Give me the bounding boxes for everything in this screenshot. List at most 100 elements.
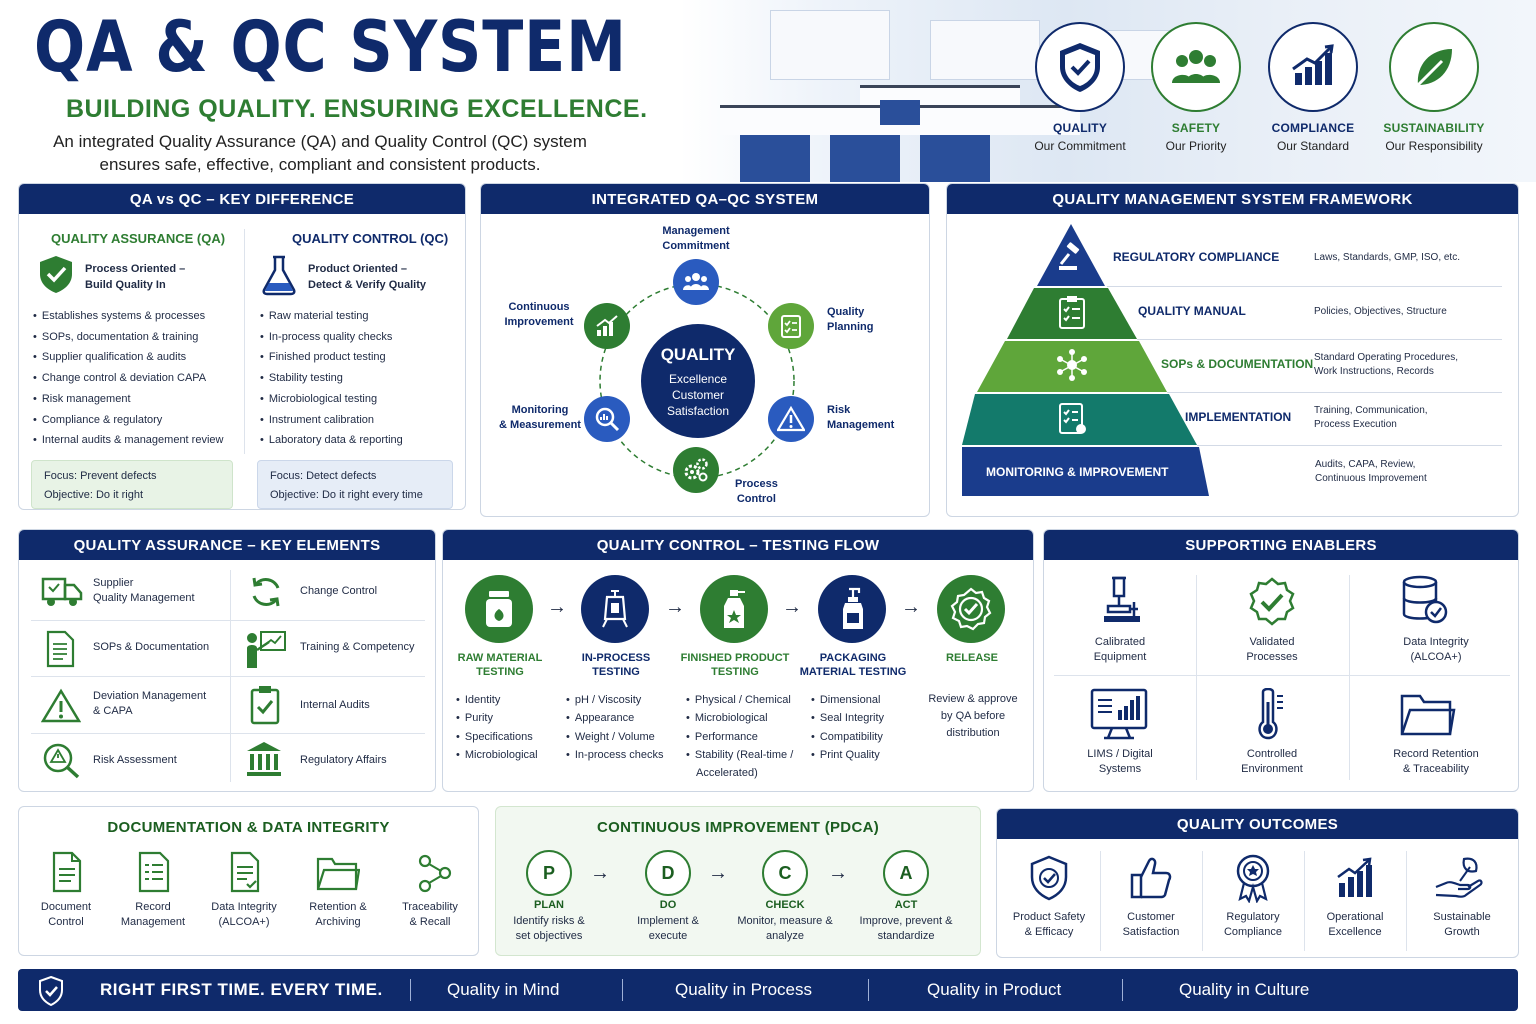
page-title: QA & QC SYSTEM xyxy=(34,6,627,88)
gavel-icon xyxy=(1057,242,1087,277)
element-risk-assessment: Risk Assessment xyxy=(93,754,177,766)
monitor-chart-icon xyxy=(1090,688,1148,745)
qa-subtitle: Process Oriented –Build Quality In xyxy=(85,263,186,291)
footer-quality-mind: Quality in Mind xyxy=(447,980,560,999)
pdca-plan-title: PLAN xyxy=(534,899,564,911)
footer-quality-product: Quality in Product xyxy=(927,980,1062,999)
badge-check-icon xyxy=(1247,577,1297,632)
page-intro: An integrated Quality Assurance (QA) and… xyxy=(53,132,587,174)
badge-check-icon xyxy=(937,575,1005,643)
qms-level-manual: QUALITY MANUAL xyxy=(1138,304,1246,318)
pdca-act-desc: Improve, prevent &standardize xyxy=(859,915,953,942)
in-process-bullets: pH / ViscosityAppearanceWeight / VolumeI… xyxy=(566,691,664,764)
pdca-plan-desc: Identify risks &set objectives xyxy=(513,915,585,942)
value-quality: QUALITY Our Commitment xyxy=(1020,22,1140,153)
arrow-right-icon: → xyxy=(590,862,610,884)
qms-desc-implementation: Training, Communication,Process Executio… xyxy=(1314,405,1428,430)
thumbs-up-icon xyxy=(1130,855,1172,906)
hand-plant-icon xyxy=(1434,855,1484,906)
qms-level-monitoring: MONITORING & IMPROVEMENT xyxy=(986,465,1169,479)
pdca-check-title: CHECK xyxy=(765,899,805,911)
value-sustainability: SUSTAINABILITY Our Responsibility xyxy=(1374,22,1494,153)
value-compliance: COMPLIANCE Our Standard xyxy=(1253,22,1373,153)
enabler-data-integrity: Data Integrity(ALCOA+) xyxy=(1403,636,1469,663)
qa-vs-qc-heading: QA vs QC – KEY DIFFERENCE xyxy=(19,184,465,214)
pdca-do-desc: Implement &execute xyxy=(637,915,699,942)
refresh-icon xyxy=(248,574,284,615)
value-safety: SAFETY Our Priority xyxy=(1136,22,1256,153)
packaging-bullets: DimensionalSeal IntegrityCompatibilityPr… xyxy=(811,691,884,764)
folder-icon xyxy=(1400,692,1456,743)
qc-bullet-list: Raw material testingIn-process quality c… xyxy=(260,306,403,451)
pdca-do-circle: D xyxy=(645,850,691,896)
quality-center-circle: QUALITY Excellence Customer Satisfaction xyxy=(641,324,755,438)
checklist-icon xyxy=(1057,401,1089,442)
qms-desc-manual: Policies, Objectives, Structure xyxy=(1314,306,1447,317)
document-icon xyxy=(51,851,83,898)
element-regulatory-affairs: Regulatory Affairs xyxy=(300,754,387,766)
enablers-heading: SUPPORTING ENABLERS xyxy=(1044,530,1518,560)
integrated-system-panel: INTEGRATED QA–QC SYSTEM QUALITY Excellen… xyxy=(480,183,930,517)
footer-bar: RIGHT FIRST TIME. EVERY TIME. Quality in… xyxy=(18,969,1518,1011)
pdca-check-circle: C xyxy=(762,850,808,896)
shield-check-icon xyxy=(1035,22,1125,112)
arrow-right-icon: → xyxy=(828,862,848,884)
improvement-chart-icon xyxy=(584,303,630,349)
leaf-icon xyxy=(1389,22,1479,112)
qa-elements-panel: QUALITY ASSURANCE – KEY ELEMENTS Supplie… xyxy=(18,529,436,792)
shield-check-icon xyxy=(37,254,75,299)
enabler-record-retention: Record Retention& Traceability xyxy=(1393,748,1479,775)
footer-motto: RIGHT FIRST TIME. EVERY TIME. xyxy=(100,980,383,999)
jar-icon xyxy=(465,575,533,643)
qms-framework-panel: QUALITY MANAGEMENT SYSTEM FRAMEWORK REGU… xyxy=(946,183,1519,517)
qc-flow-panel: QUALITY CONTROL – TESTING FLOW RAW MATER… xyxy=(442,529,1034,792)
finished-product-bullets: Physical / ChemicalMicrobiologicalPerfor… xyxy=(686,691,793,782)
element-change-control: Change Control xyxy=(300,585,378,597)
arrow-right-icon: → xyxy=(901,596,921,618)
growth-chart-icon xyxy=(1268,22,1358,112)
pdca-do-title: DO xyxy=(659,899,677,911)
element-training: Training & Competency xyxy=(300,641,415,653)
traceability-icon xyxy=(413,853,453,898)
qms-desc-monitoring: Audits, CAPA, Review,Continuous Improvem… xyxy=(1315,459,1427,484)
people-icon xyxy=(673,259,719,305)
qc-title: QUALITY CONTROL (QC) xyxy=(292,231,449,246)
flask-icon xyxy=(261,254,297,301)
pdca-act-title: ACT xyxy=(894,899,918,911)
checklist-icon xyxy=(768,303,814,349)
pdca-plan-circle: P xyxy=(526,850,572,896)
network-icon xyxy=(1055,348,1089,387)
thermometer-icon xyxy=(1253,687,1287,745)
warning-icon xyxy=(768,396,814,442)
warning-icon xyxy=(40,688,82,729)
shield-check-icon xyxy=(1029,855,1069,906)
element-sops: SOPs & Documentation xyxy=(93,641,210,653)
arrow-right-icon: → xyxy=(665,596,685,618)
gears-icon xyxy=(673,447,719,493)
qa-bullet-list: Establishes systems & processesSOPs, doc… xyxy=(33,306,224,451)
truck-icon xyxy=(41,575,83,614)
qc-flow-heading: QUALITY CONTROL – TESTING FLOW xyxy=(443,530,1033,560)
database-shield-icon xyxy=(1400,574,1448,631)
qa-title: QUALITY ASSURANCE (QA) xyxy=(51,231,226,246)
arrow-right-icon: → xyxy=(782,596,802,618)
footer-quality-culture: Quality in Culture xyxy=(1179,980,1310,999)
clipboard-icon xyxy=(1057,294,1087,335)
